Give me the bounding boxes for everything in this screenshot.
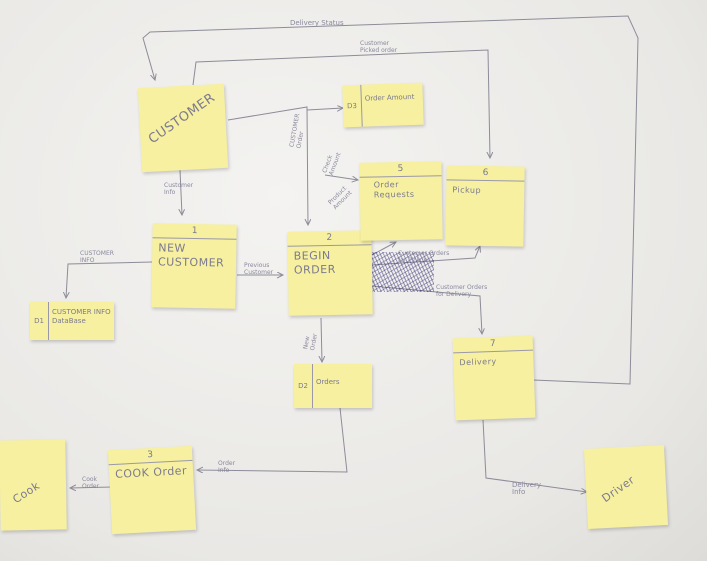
customer-entity: CUSTOMER [137, 83, 229, 173]
store-order-amount-label: Order Amount [364, 92, 415, 103]
process-cook-order-label: COOK Order [114, 464, 188, 481]
flow-label-order-info: Order Info [218, 460, 236, 474]
store-order-amount: D3 Order Amount [342, 82, 424, 128]
flow-label-customer-info-store: CUSTOMER INFO [80, 250, 114, 264]
driver-entity: Driver [583, 444, 669, 530]
process-number: 1 [152, 223, 237, 240]
flow-label-delivery-info: Delivery Info [512, 481, 542, 496]
process-new-customer: 1 NEW CUSTOMER [151, 223, 237, 309]
process-number: 2 [287, 230, 372, 247]
process-begin-order-label: BEGIN ORDER [293, 248, 336, 277]
flow-line-check-amount [324, 174, 358, 180]
flow-line-to-order-amount [306, 108, 343, 110]
store-orders: D2 Orders [294, 364, 372, 408]
process-order-requests: 5 Order Requests [359, 161, 443, 241]
process-pickup: 6 Pickup [445, 165, 525, 247]
flow-line-orders-pickup [371, 246, 480, 266]
flow-line-customer-picked-order [192, 49, 490, 158]
flow-line-to-order-requests [371, 242, 396, 256]
customer-entity-label: CUSTOMER [145, 90, 219, 148]
scribbled-pen-marks [372, 252, 434, 292]
process-delivery-label: Delivery [459, 356, 497, 368]
flow-label-customer-picked-order: Customer Picked order [360, 40, 398, 54]
cook-entity-label: Cook [10, 479, 43, 507]
process-order-requests-label: Order Requests [373, 180, 415, 200]
flow-line-customer-order [227, 106, 308, 225]
flow-label-customer-orders-pickup: Customer Orders for Pickup [398, 250, 450, 264]
process-begin-order: 2 BEGIN ORDER [287, 230, 373, 316]
flow-label-cook-order: Cook Order [82, 476, 100, 490]
flow-line-customer-info [180, 169, 182, 215]
flow-line-cook-order [70, 487, 113, 488]
process-number: 7 [452, 335, 534, 354]
flow-label-customer-orders-delivery: Customer Orders for Delivery [436, 284, 488, 298]
store-id: D3 [342, 84, 363, 128]
flow-line-new-order [321, 317, 322, 362]
store-orders-label: Orders [316, 378, 340, 386]
process-number: 5 [359, 161, 442, 178]
flow-line-delivery-info [482, 419, 587, 492]
process-new-customer-label: NEW CUSTOMER [157, 241, 225, 270]
process-number: 6 [446, 165, 525, 182]
flow-label-customer-info: Customer Info [164, 182, 194, 196]
store-id: D1 [30, 302, 49, 340]
flow-label-previous-customer: Previous Customer [244, 262, 274, 276]
store-customer-info: D1 CUSTOMER INFO DataBase [30, 302, 114, 340]
process-delivery: 7 Delivery [452, 335, 536, 421]
cook-entity: Cook [0, 439, 67, 531]
flow-line-orders-delivery [371, 285, 482, 334]
driver-entity-label: Driver [599, 473, 638, 506]
process-number: 3 [107, 445, 193, 466]
process-cook-order: 3 COOK Order [107, 445, 197, 535]
process-pickup-label: Pickup [452, 185, 482, 195]
store-customer-info-label: CUSTOMER INFO DataBase [52, 308, 111, 325]
store-id: D2 [294, 364, 313, 408]
flow-line-customer-info-store [66, 261, 153, 298]
flow-line-delivery-status [142, 15, 639, 385]
flow-label-delivery-status: Delivery Status [290, 19, 344, 27]
flow-line-order-info [197, 407, 348, 472]
